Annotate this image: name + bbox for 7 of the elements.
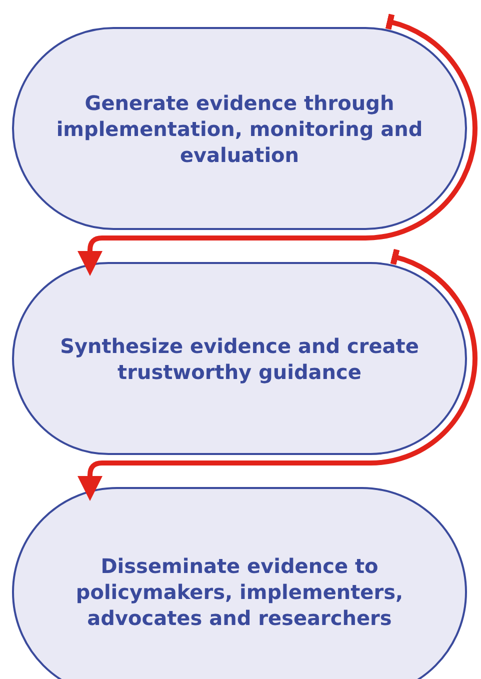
curved-arrow (78, 14, 478, 276)
process-stadium (12, 27, 467, 230)
step-text: Generate evidence through implementation, monitoring and evaluation (55, 90, 424, 168)
step-text: Synthesize evidence and create trustworthy guidance (59, 332, 420, 384)
step-text: Disseminate evidence to policymakers, implementers, advocates and researchers (74, 553, 404, 631)
curved-arrow (78, 248, 478, 501)
process-stadium (12, 262, 467, 455)
